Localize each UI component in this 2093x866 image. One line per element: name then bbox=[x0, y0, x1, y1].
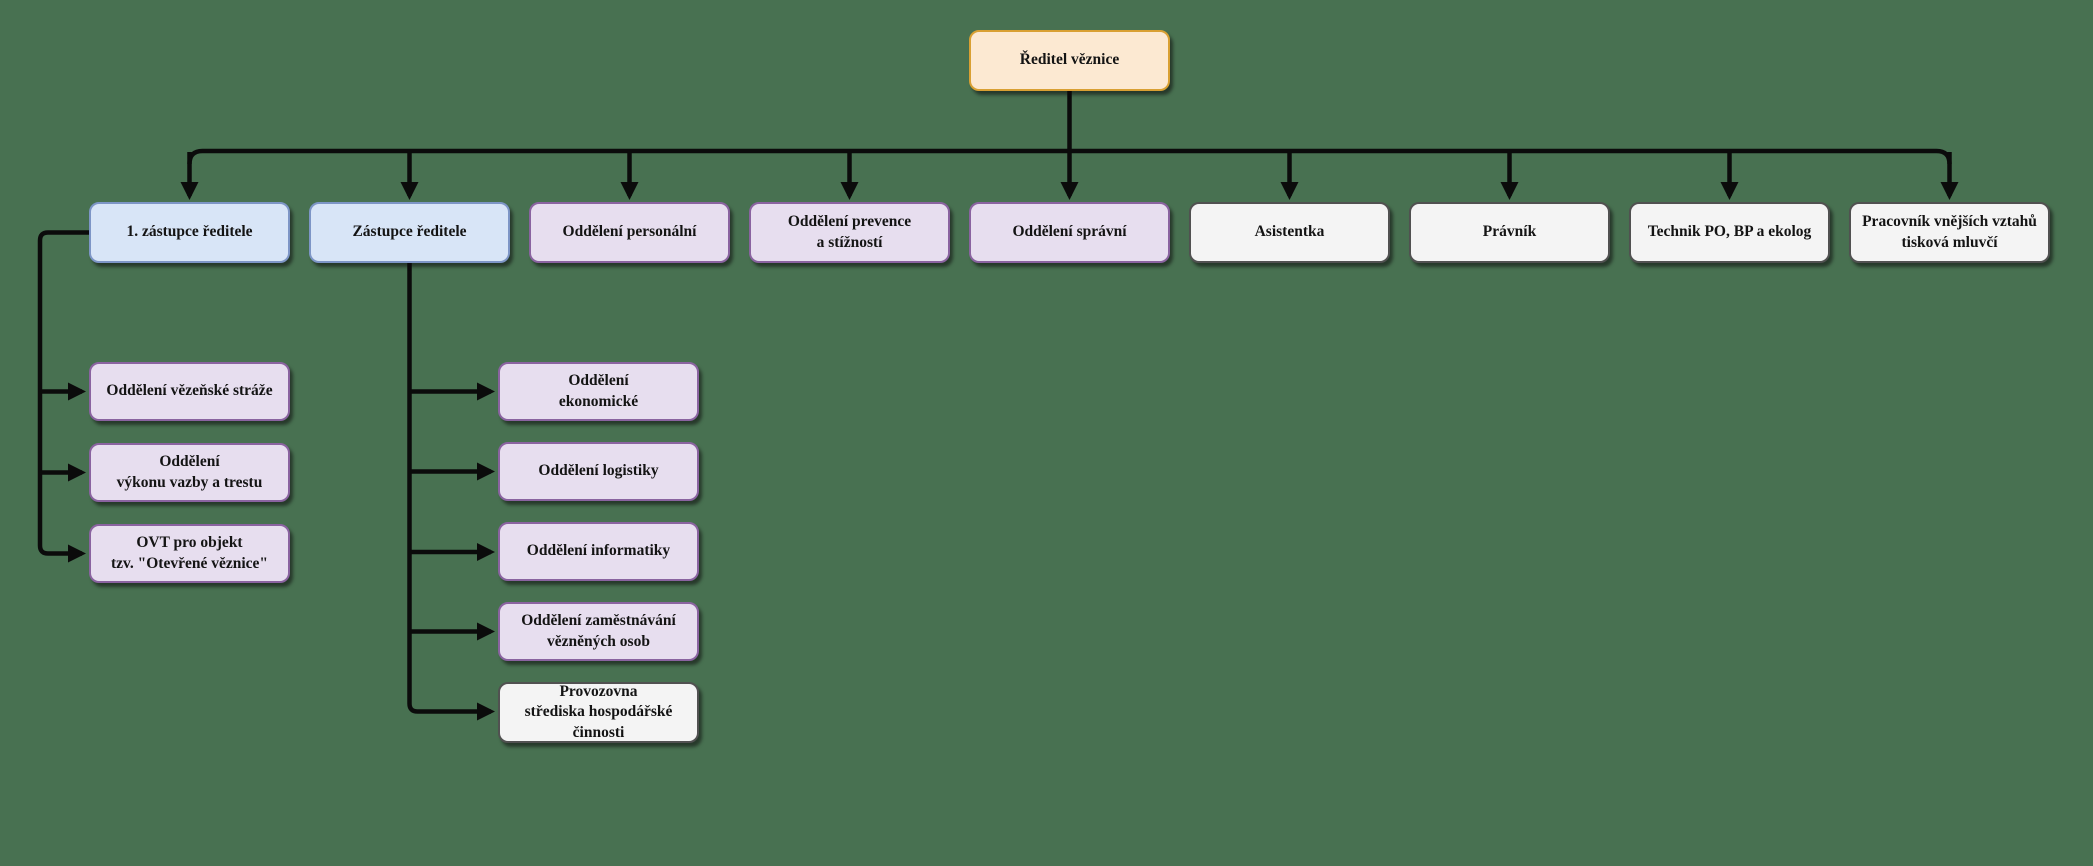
connector-group2-trunk bbox=[407, 263, 495, 721]
org-node-oddeleni-vezenske-straze: Oddělení vězeňské stráže bbox=[89, 362, 290, 421]
org-node-oddeleni-ekonomicke: Oddělení ekonomické bbox=[498, 362, 699, 421]
org-node-label: OVT pro objekt tzv. "Otevřené věznice" bbox=[110, 534, 269, 572]
org-node-asistentka: Asistentka bbox=[1189, 202, 1390, 263]
connector-group1-trunk bbox=[37, 230, 89, 563]
org-node-label: Oddělení prevence a stížností bbox=[787, 213, 912, 251]
org-node-label: Oddělení ekonomické bbox=[558, 372, 639, 410]
org-node-oddeleni-zamestnavani-veznenych-osob: Oddělení zaměstnávání vězněných osob bbox=[498, 602, 699, 661]
org-node-label: Oddělení vězeňské stráže bbox=[106, 382, 273, 400]
org-node-zastupce-reditele: Zástupce ředitele bbox=[309, 202, 510, 263]
org-node-reditel-veznice: Ředitel věznice bbox=[969, 30, 1170, 91]
org-node-pravnik: Právník bbox=[1409, 202, 1610, 263]
org-node-technik-po-bp-a-ekolog: Technik PO, BP a ekolog bbox=[1629, 202, 1830, 263]
org-node-label: Zástupce ředitele bbox=[352, 223, 467, 241]
org-node-ovt-pro-objekt-otevrene-veznice: OVT pro objekt tzv. "Otevřené věznice" bbox=[89, 524, 290, 583]
org-node-1-zastupce-reditele: 1. zástupce ředitele bbox=[89, 202, 290, 263]
org-node-label: Oddělení správní bbox=[1012, 223, 1127, 241]
org-node-oddeleni-logistiky: Oddělení logistiky bbox=[498, 442, 699, 501]
org-node-label: Oddělení zaměstnávání vězněných osob bbox=[521, 612, 676, 650]
org-node-label: Oddělení výkonu vazby a trestu bbox=[116, 453, 263, 491]
org-node-label: Ředitel věznice bbox=[1019, 51, 1120, 69]
org-node-label: Oddělení logistiky bbox=[538, 462, 659, 480]
org-node-label: Pracovník vnějších vztahů tisková mluvčí bbox=[1862, 213, 2037, 251]
org-node-oddeleni-prevence-a-stiznosti: Oddělení prevence a stížností bbox=[749, 202, 950, 263]
org-node-label: Asistentka bbox=[1254, 223, 1325, 241]
org-node-oddeleni-spravni: Oddělení správní bbox=[969, 202, 1170, 263]
org-node-provozovna-strediska-hospodarske-cinnosti: Provozovna střediska hospodářské činnost… bbox=[498, 682, 699, 743]
org-node-oddeleni-personalni: Oddělení personální bbox=[529, 202, 730, 263]
connector-rail bbox=[187, 148, 1952, 165]
org-node-oddeleni-informatiky: Oddělení informatiky bbox=[498, 522, 699, 581]
org-node-pracovnik-vnejsich-vztahu: Pracovník vnějších vztahů tisková mluvčí bbox=[1849, 202, 2050, 263]
org-node-label: Technik PO, BP a ekolog bbox=[1647, 223, 1812, 241]
org-node-label: Oddělení personální bbox=[562, 223, 697, 241]
org-node-oddeleni-vykonu-vazby-a-trestu: Oddělení výkonu vazby a trestu bbox=[89, 443, 290, 502]
org-node-label: Oddělení informatiky bbox=[526, 542, 671, 560]
org-node-label: Právník bbox=[1482, 223, 1537, 241]
org-node-label: 1. zástupce ředitele bbox=[126, 223, 253, 241]
org-node-label: Provozovna střediska hospodářské činnost… bbox=[524, 682, 673, 741]
